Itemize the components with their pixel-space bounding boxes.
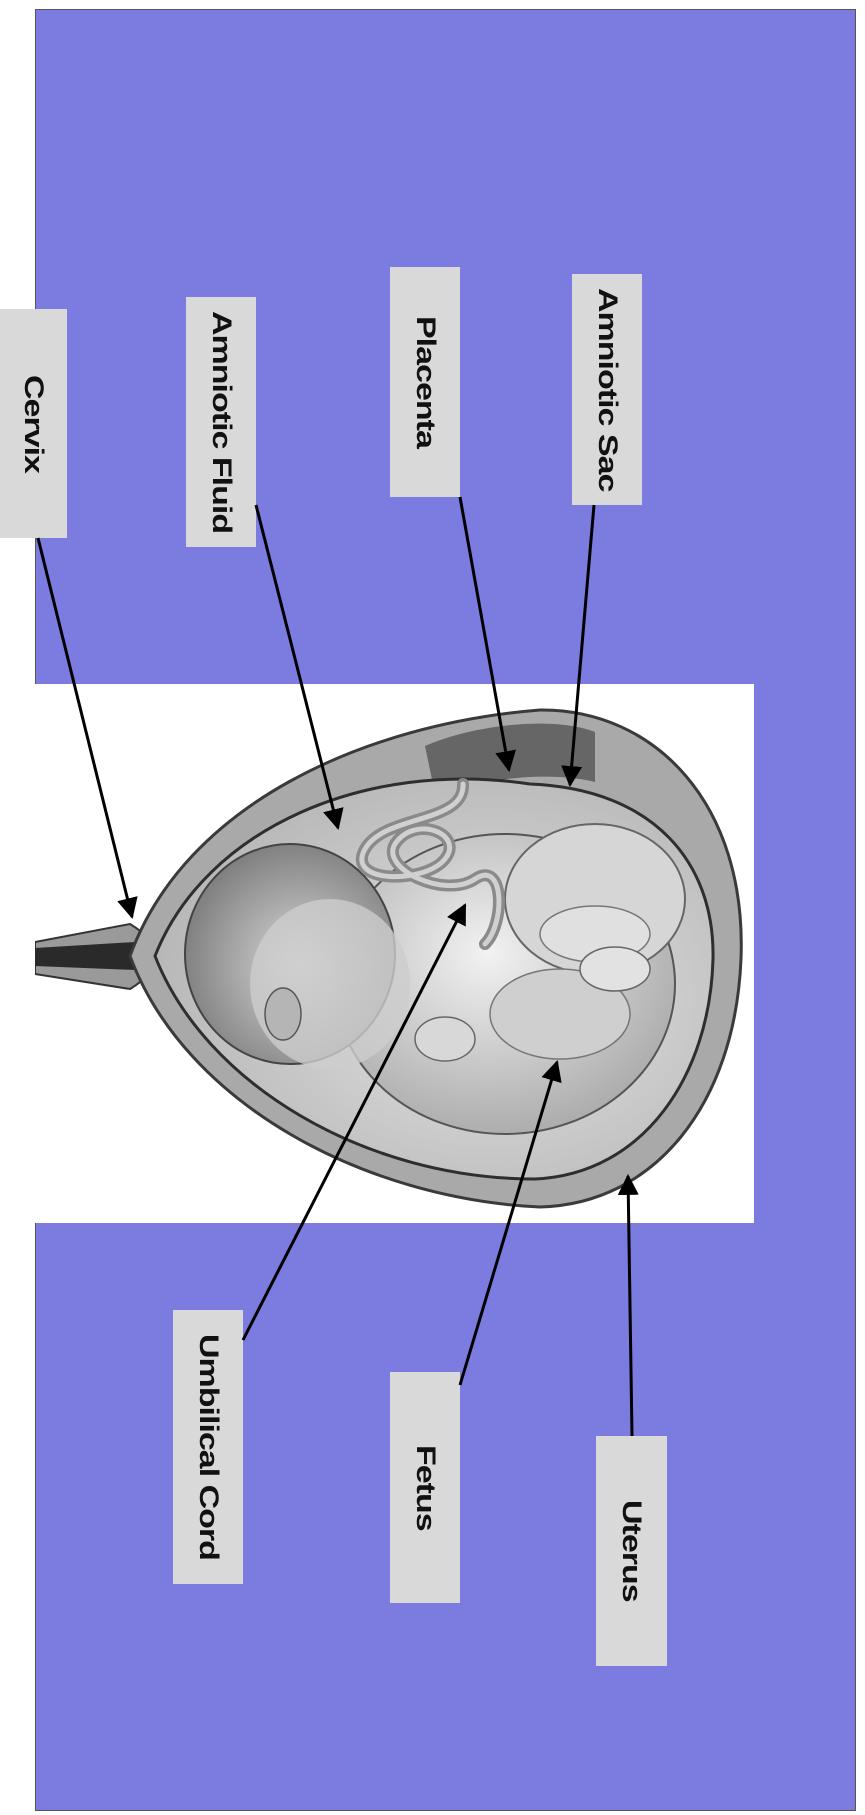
leader-amniotic-sac bbox=[570, 505, 594, 785]
leader-umbilical-cord bbox=[243, 905, 465, 1340]
leader-amniotic-fluid bbox=[256, 505, 338, 828]
leader-fetus bbox=[460, 1062, 557, 1385]
leader-placenta bbox=[460, 497, 509, 770]
leader-uterus bbox=[628, 1176, 632, 1436]
leader-cervix bbox=[38, 538, 132, 917]
